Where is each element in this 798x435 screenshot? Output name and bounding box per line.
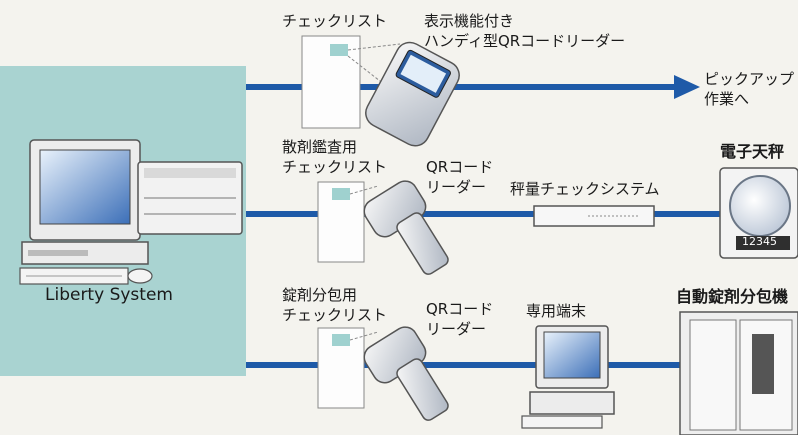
- printer-icon: [137, 161, 243, 235]
- row1-checklist-label: チェックリスト: [282, 12, 388, 30]
- row3-endpoint-label: 自動錠剤分包機: [676, 287, 789, 306]
- system-name: Liberty System: [45, 285, 173, 305]
- pc-computer-icon: [19, 139, 153, 285]
- row2-reader-label-line2: リーダー: [426, 178, 487, 196]
- checklist-sheet-2: [317, 181, 365, 263]
- row1-destination-line2: 作業へ: [704, 90, 750, 108]
- dedicated-terminal-icon: [521, 325, 615, 429]
- row1-reader-label-line1: 表示機能付き: [424, 12, 515, 30]
- electronic-scale-icon: [719, 167, 798, 259]
- scan-beam-1: [347, 43, 401, 51]
- checklist-sheet-1: [301, 35, 361, 129]
- checklist-sheet-3: [317, 327, 365, 409]
- scale-display-value: 12345: [742, 235, 777, 248]
- row2-device-label: 秤量チェックシステム: [510, 180, 660, 198]
- row3-checklist-label-line1: 錠剤分包用: [282, 286, 358, 304]
- row2-endpoint-label: 電子天秤: [720, 142, 785, 161]
- weighing-check-device-icon: [533, 205, 655, 227]
- row3-reader-label-line1: QRコード: [426, 300, 494, 318]
- row2-checklist-label-line1: 散剤鑑査用: [282, 138, 358, 156]
- row2-checklist-label-line2: チェックリスト: [282, 158, 388, 176]
- arrow-head: [674, 75, 700, 99]
- row1-reader-label-line2: ハンディ型QRコードリーダー: [424, 32, 626, 50]
- row3-device-label: 専用端末: [526, 302, 587, 320]
- auto-tablet-packaging-machine-icon: [679, 311, 798, 435]
- row3-checklist-label-line2: チェックリスト: [282, 306, 388, 324]
- handheld-qr-reader-icon: [365, 41, 460, 147]
- qr-reader-icon-2: [363, 180, 449, 275]
- qr-reader-icon-3: [363, 326, 449, 421]
- row3-reader-label-line2: リーダー: [426, 320, 487, 338]
- row1-destination-line1: ピックアップ: [704, 70, 795, 88]
- row2-reader-label-line1: QRコード: [426, 158, 494, 176]
